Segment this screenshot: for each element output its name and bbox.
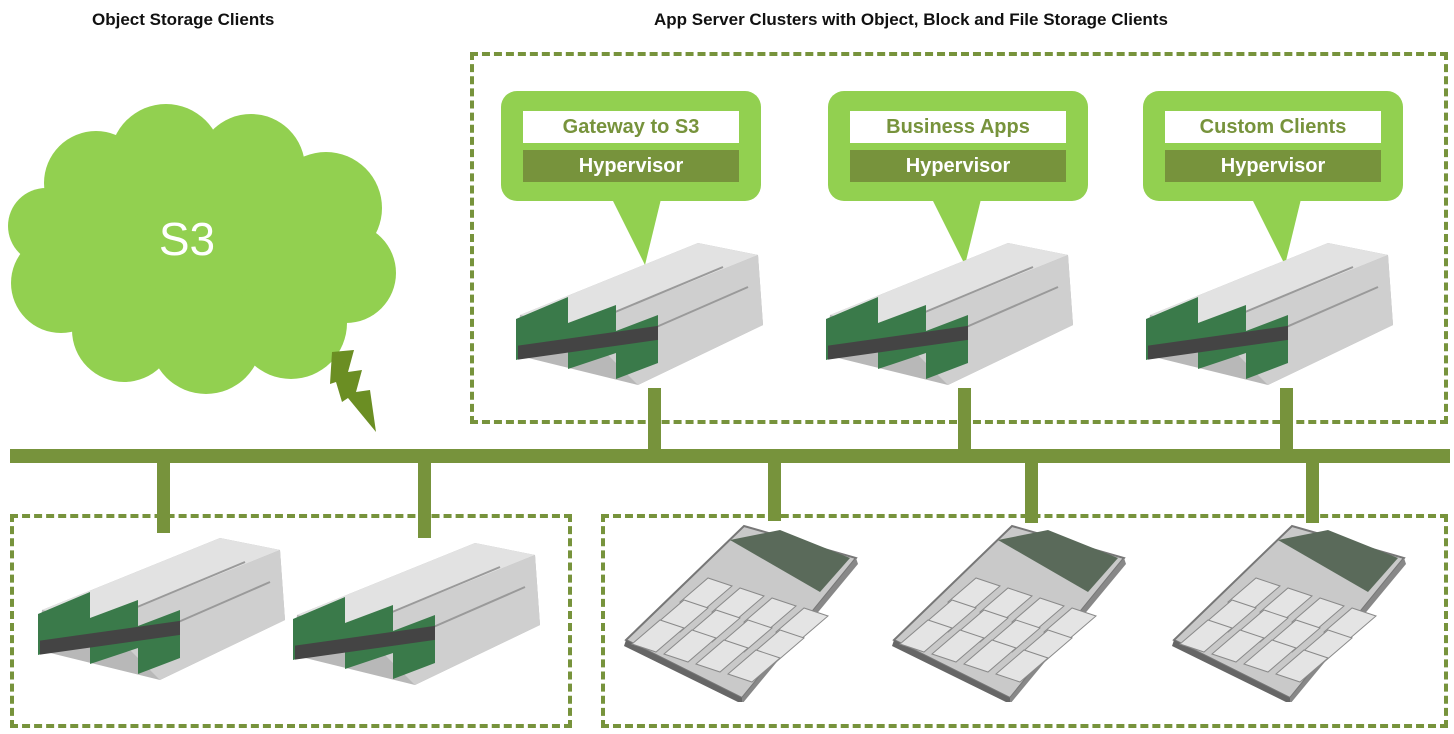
object-storage-clients-header: Object Storage Clients	[92, 10, 275, 29]
object-client-chassis-icon	[293, 543, 540, 685]
callout-pointer	[1250, 195, 1302, 265]
gateway-cluster-callout: Gateway to S3 Hypervisor	[501, 91, 761, 201]
s3-cloud-icon	[8, 104, 396, 394]
lightning-bolt-icon	[330, 350, 376, 432]
app-server-chassis-icon	[516, 243, 763, 385]
object-client-chassis-icon	[38, 538, 285, 680]
callout-pointer	[610, 195, 662, 265]
storage-node-group	[601, 514, 1448, 728]
cluster-label: Gateway to S3	[523, 111, 739, 143]
hypervisor-label: Hypervisor	[523, 150, 739, 182]
business-apps-cluster-callout: Business Apps Hypervisor	[828, 91, 1088, 201]
connector-line	[768, 461, 781, 521]
connector-line	[1025, 461, 1038, 523]
network-bus	[10, 449, 1450, 463]
hypervisor-label: Hypervisor	[850, 150, 1066, 182]
connector-line	[1280, 388, 1293, 451]
connector-line	[648, 388, 661, 451]
connector-line	[1306, 461, 1319, 523]
app-server-chassis-icon	[1146, 243, 1393, 385]
connector-line	[157, 461, 170, 533]
hypervisor-label: Hypervisor	[1165, 150, 1381, 182]
storage-node-chassis-icon	[1172, 524, 1406, 702]
storage-node-chassis-icon	[892, 524, 1126, 702]
connector-line	[958, 388, 971, 451]
callout-pointer	[930, 195, 982, 265]
app-server-clusters-header: App Server Clusters with Object, Block a…	[654, 10, 1168, 29]
cluster-label: Custom Clients	[1165, 111, 1381, 143]
app-server-chassis-icon	[826, 243, 1073, 385]
storage-node-chassis-icon	[624, 524, 858, 702]
cloud-label: S3	[158, 213, 216, 265]
object-client-group	[10, 514, 572, 728]
connector-line	[418, 461, 431, 538]
custom-clients-cluster-callout: Custom Clients Hypervisor	[1143, 91, 1403, 201]
cluster-label: Business Apps	[850, 111, 1066, 143]
